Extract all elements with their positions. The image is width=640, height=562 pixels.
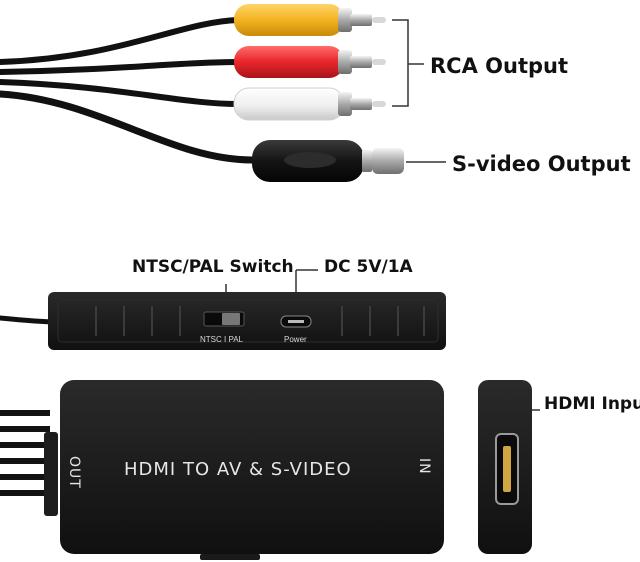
svideo-output-label: S-video Output	[452, 152, 631, 176]
ntsc-pal-switch[interactable]	[222, 313, 240, 325]
dc-power-label: DC 5V/1A	[324, 257, 414, 277]
front-cables	[0, 410, 58, 516]
converter-front-view: HDMI TO AV & S-VIDEO OUT IN	[60, 380, 444, 560]
power-label: Power	[284, 335, 307, 344]
rca-plug-yellow	[234, 4, 386, 36]
rca-plug-white	[233, 87, 386, 121]
hdmi-input-label: HDMI Input	[544, 394, 640, 414]
converter-top-view: NTSC I PAL Power	[48, 292, 446, 350]
hdmi-input-port-view	[478, 380, 532, 554]
svideo-plug	[252, 140, 404, 182]
switch-label: NTSC I PAL	[200, 335, 244, 344]
cables	[0, 17, 256, 325]
rca-plug-red	[234, 46, 386, 78]
out-label: OUT	[66, 456, 82, 489]
ntsc-pal-switch-label: NTSC/PAL Switch	[132, 257, 294, 277]
device-title: HDMI TO AV & S-VIDEO	[124, 459, 352, 480]
in-label: IN	[416, 458, 432, 475]
rca-output-label: RCA Output	[430, 54, 568, 78]
